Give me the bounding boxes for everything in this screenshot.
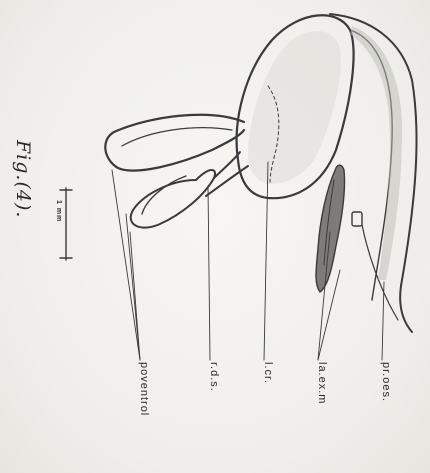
- proventriculus-loop: [105, 115, 244, 171]
- label-laexm: la.ex.m: [316, 362, 328, 404]
- scale-bar: [60, 188, 72, 260]
- oesophagus-shading: [350, 26, 402, 280]
- leader-lcr: [264, 162, 268, 360]
- label-proes: pr.oes.: [380, 362, 392, 402]
- leader-rds: [208, 186, 210, 360]
- label-lcr: l.cr.: [262, 362, 274, 384]
- leader-poventrol-a: [112, 170, 140, 360]
- leader-proes: [382, 282, 384, 360]
- scale-bar-label: 1 mm: [55, 200, 62, 222]
- muscle-attachment: [352, 212, 362, 226]
- lateral-extensor-muscle: [316, 165, 345, 292]
- proventriculus-coil: [131, 170, 215, 228]
- label-poventrol: poventrol: [138, 362, 150, 416]
- proventriculus-inner: [122, 128, 232, 146]
- leader-poventrol-c: [126, 214, 140, 360]
- label-rds: r.d.s.: [208, 362, 220, 392]
- figure-caption: Fig.(4).: [12, 140, 34, 218]
